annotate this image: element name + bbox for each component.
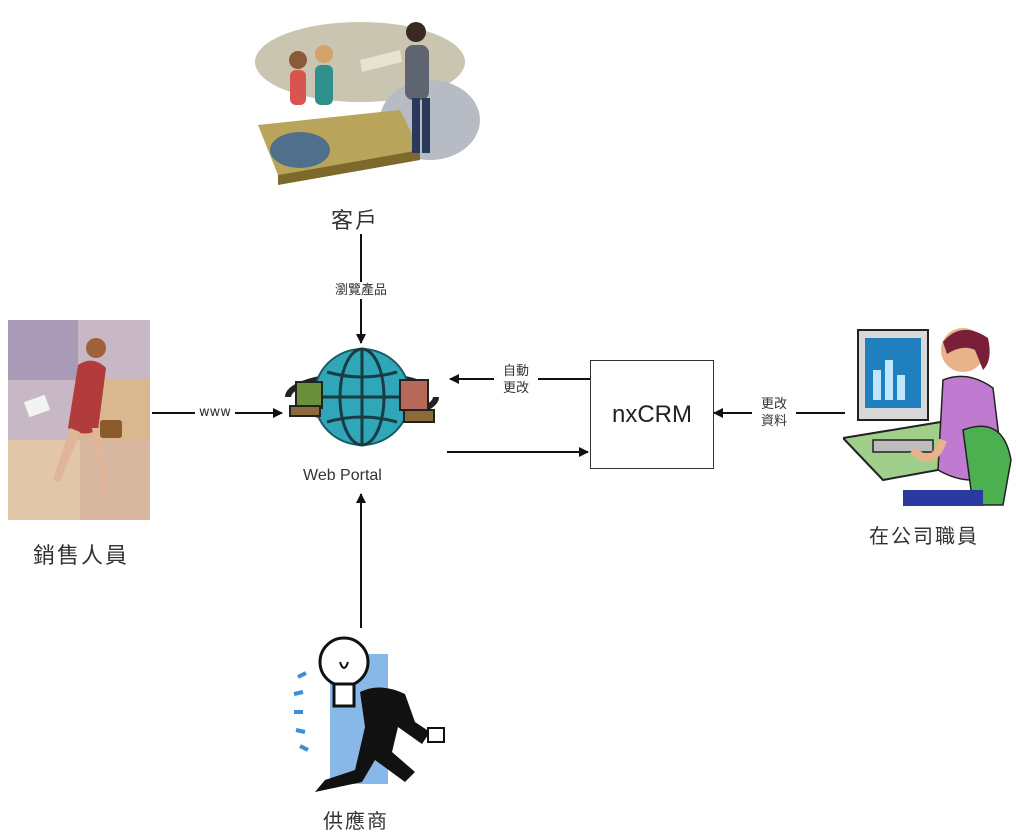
edge-label-browse: 瀏覽產品 <box>318 282 404 299</box>
staff-label: 在公司職員 <box>869 524 979 548</box>
edge-label-www: www <box>195 404 235 421</box>
customer-meeting-illustration <box>255 22 480 185</box>
nxcrm-box: nxCRM <box>590 360 714 469</box>
edge-label-change-data-line1: 更改 <box>760 397 787 412</box>
edge-label-auto-update-line2: 更改 <box>502 381 529 396</box>
sales-label: 銷售人員 <box>33 544 130 569</box>
staff-computer-illustration <box>843 328 1012 506</box>
edge-label-auto-update-line1: 自動 <box>502 364 529 379</box>
customer-label: 客戶 <box>331 209 380 234</box>
nxcrm-label: nxCRM <box>611 400 692 428</box>
web-portal-globe-icon <box>285 347 439 447</box>
edge-label-change-data: 更改 資料 <box>752 396 796 430</box>
edge-label-auto-update: 自動 更改 <box>494 363 538 397</box>
supplier-lightbulb-illustration <box>293 636 445 792</box>
sales-person-illustration <box>8 320 150 520</box>
edge-label-change-data-line2: 資料 <box>760 414 787 429</box>
supplier-label: 供應商 <box>323 809 389 833</box>
portal-label: Web Portal <box>303 467 382 484</box>
